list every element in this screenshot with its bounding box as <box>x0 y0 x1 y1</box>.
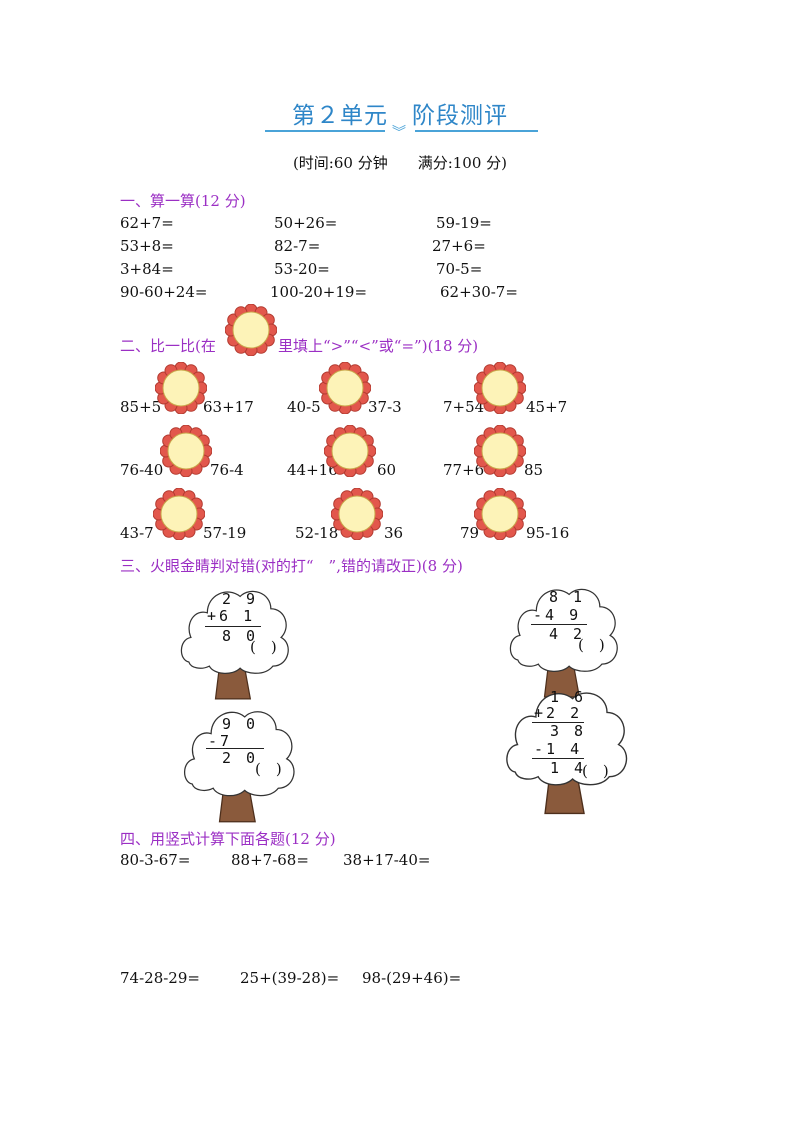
answer-bracket[interactable]: ( ) <box>578 636 605 654</box>
compare-right: 76-4 <box>210 461 244 479</box>
flower-answer-box[interactable] <box>155 362 207 414</box>
compare-left: 44+16 <box>287 461 338 479</box>
section2-title-end: 里填上“>”“<”或“=”)(18 分) <box>278 337 479 355</box>
compare-right: 60 <box>377 461 397 479</box>
compare-right: 85 <box>524 461 544 479</box>
problem: 25+(39-28)= <box>240 969 340 987</box>
compare-left: 52-18 <box>295 524 339 542</box>
compare-right: 45+7 <box>526 398 568 416</box>
compare-left: 7+54 <box>443 398 485 416</box>
vertical-calc-line: 2 9 <box>222 590 259 608</box>
problem: 50+26= <box>274 214 338 232</box>
problem: 70-5= <box>436 260 483 278</box>
section4-title: 四、用竖式计算下面各题(12 分) <box>120 830 336 848</box>
problem: 38+17-40= <box>343 851 431 869</box>
calc-rule <box>205 626 261 627</box>
problem: 74-28-29= <box>120 969 200 987</box>
flower-answer-box[interactable] <box>331 488 383 540</box>
problem: 27+6= <box>432 237 486 255</box>
vertical-calc-line: 8 1 <box>549 588 586 606</box>
answer-bracket[interactable]: ( ) <box>255 760 282 778</box>
vertical-calc-line: -7 <box>208 732 233 750</box>
compare-left: 43-7 <box>120 524 154 542</box>
problem: 98-(29+46)= <box>362 969 462 987</box>
compare-right: 37-3 <box>368 398 402 416</box>
problem: 62+30-7= <box>440 283 518 301</box>
compare-left: 85+5 <box>120 398 162 416</box>
page-subtitle: (时间:60 分钟 满分:100 分) <box>292 154 508 172</box>
flower-answer-box[interactable] <box>153 488 205 540</box>
compare-left: 76-40 <box>120 461 164 479</box>
vertical-calc-line: 2 0 <box>222 749 259 767</box>
problem: 62+7= <box>120 214 174 232</box>
flower-answer-box[interactable] <box>319 362 371 414</box>
problem: 88+7-68= <box>231 851 309 869</box>
problem: 53+8= <box>120 237 174 255</box>
calc-rule <box>532 722 584 723</box>
problem: 59-19= <box>436 214 492 232</box>
problem: 3+84= <box>120 260 174 278</box>
chevron-down-icon: ︾ <box>392 125 406 141</box>
title-divider-left <box>265 130 385 132</box>
calc-rule <box>532 758 584 759</box>
vertical-calc-line: +2 2 <box>534 704 583 722</box>
calc-rule <box>531 624 587 625</box>
flower-answer-box[interactable] <box>474 362 526 414</box>
section1-title: 一、算一算(12 分) <box>120 192 246 210</box>
problem: 82-7= <box>274 237 321 255</box>
vertical-calc-line: 8 0 <box>222 627 259 645</box>
compare-left: 79 <box>460 524 480 542</box>
compare-right: 57-19 <box>203 524 247 542</box>
vertical-calc-line: 1 6 <box>550 688 587 706</box>
vertical-calc-line: +6 1 <box>207 607 256 625</box>
compare-right: 63+17 <box>203 398 254 416</box>
calc-rule <box>206 748 264 749</box>
vertical-calc-line: -4 9 <box>533 606 582 624</box>
page-title: 第２单元 阶段测评 <box>292 103 508 129</box>
answer-bracket[interactable]: ( ) <box>582 762 609 780</box>
problem: 100-20+19= <box>270 283 368 301</box>
compare-right: 95-16 <box>526 524 570 542</box>
flower-blank-icon <box>225 304 277 356</box>
section2-title-start: 二、比一比(在 <box>120 337 216 355</box>
compare-right: 36 <box>384 524 404 542</box>
problem: 90-60+24= <box>120 283 208 301</box>
compare-left: 40-5 <box>287 398 321 416</box>
vertical-calc-line: 9 0 <box>222 715 259 733</box>
vertical-calc-line: 3 8 <box>550 722 587 740</box>
problem: 53-20= <box>274 260 330 278</box>
answer-bracket[interactable]: ( ) <box>250 638 277 656</box>
flower-answer-box[interactable] <box>324 425 376 477</box>
compare-left: 77+6 <box>443 461 485 479</box>
vertical-calc-line: -1 4 <box>534 740 583 758</box>
vertical-calc-line: 1 4 <box>550 759 587 777</box>
flower-answer-box[interactable] <box>160 425 212 477</box>
vertical-calc-line: 4 2 <box>549 625 586 643</box>
section3-title: 三、火眼金睛判对错(对的打“ ”,错的请改正)(8 分) <box>120 557 463 575</box>
title-divider-right <box>415 130 538 132</box>
flower-answer-box[interactable] <box>474 425 526 477</box>
flower-answer-box[interactable] <box>474 488 526 540</box>
problem: 80-3-67= <box>120 851 191 869</box>
